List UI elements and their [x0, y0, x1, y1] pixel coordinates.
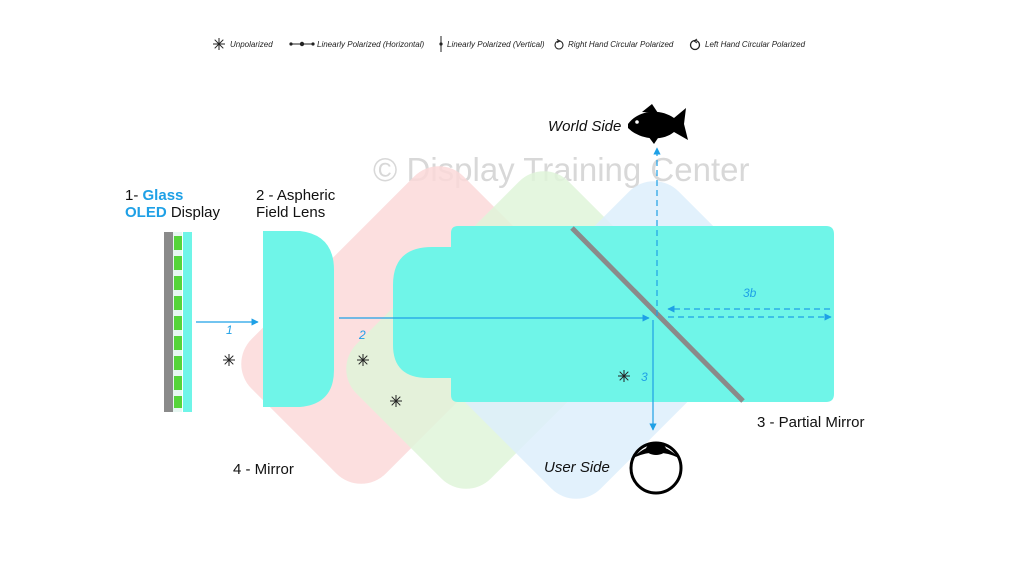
display-label-line1: 1- Glass [125, 187, 183, 204]
ray-label-3b: 3b [743, 286, 757, 300]
legend-unpolarized: Unpolarized [230, 40, 273, 49]
unpolarized-star-icon [617, 369, 631, 383]
optical-block [393, 226, 834, 402]
legend-linear-vertical: Linearly Polarized (Vertical) [447, 40, 545, 49]
ray-label-2: 2 [358, 328, 366, 342]
unpolarized-star-icon [222, 353, 236, 367]
legend-linear-horizontal: Linearly Polarized (Horizontal) [317, 40, 424, 49]
legend: Unpolarized Linearly Polarized (Horizont… [212, 36, 806, 52]
lens-label-line1: 2 - Aspheric [256, 187, 336, 204]
mirror-label: 4 - Mirror [233, 461, 294, 478]
ray-3b-dashed [667, 305, 832, 321]
glass-oled-display [164, 232, 192, 412]
horizontal-polarized-icon [289, 41, 315, 47]
aspheric-field-lens [263, 231, 334, 407]
ray-label-3: 3 [641, 370, 648, 384]
legend-left-circular: Left Hand Circular Polarized [705, 40, 806, 49]
unpolarized-star-icon [389, 394, 403, 408]
world-side-label: World Side [548, 118, 621, 135]
legend-right-circular: Right Hand Circular Polarized [568, 40, 674, 49]
ray-label-1: 1 [226, 323, 233, 337]
left-circular-icon [689, 38, 701, 51]
fish-icon [628, 104, 688, 144]
right-circular-icon [554, 39, 564, 50]
eye-icon [629, 441, 683, 495]
display-label-line2: OLED Display [125, 204, 221, 221]
vertical-polarized-icon [439, 36, 443, 52]
user-side-label: User Side [544, 459, 610, 476]
unpolarized-star-icon [212, 37, 226, 51]
partial-mirror-label: 3 - Partial Mirror [757, 414, 865, 431]
lens-label-line2: Field Lens [256, 204, 325, 221]
unpolarized-star-icon [356, 353, 370, 367]
